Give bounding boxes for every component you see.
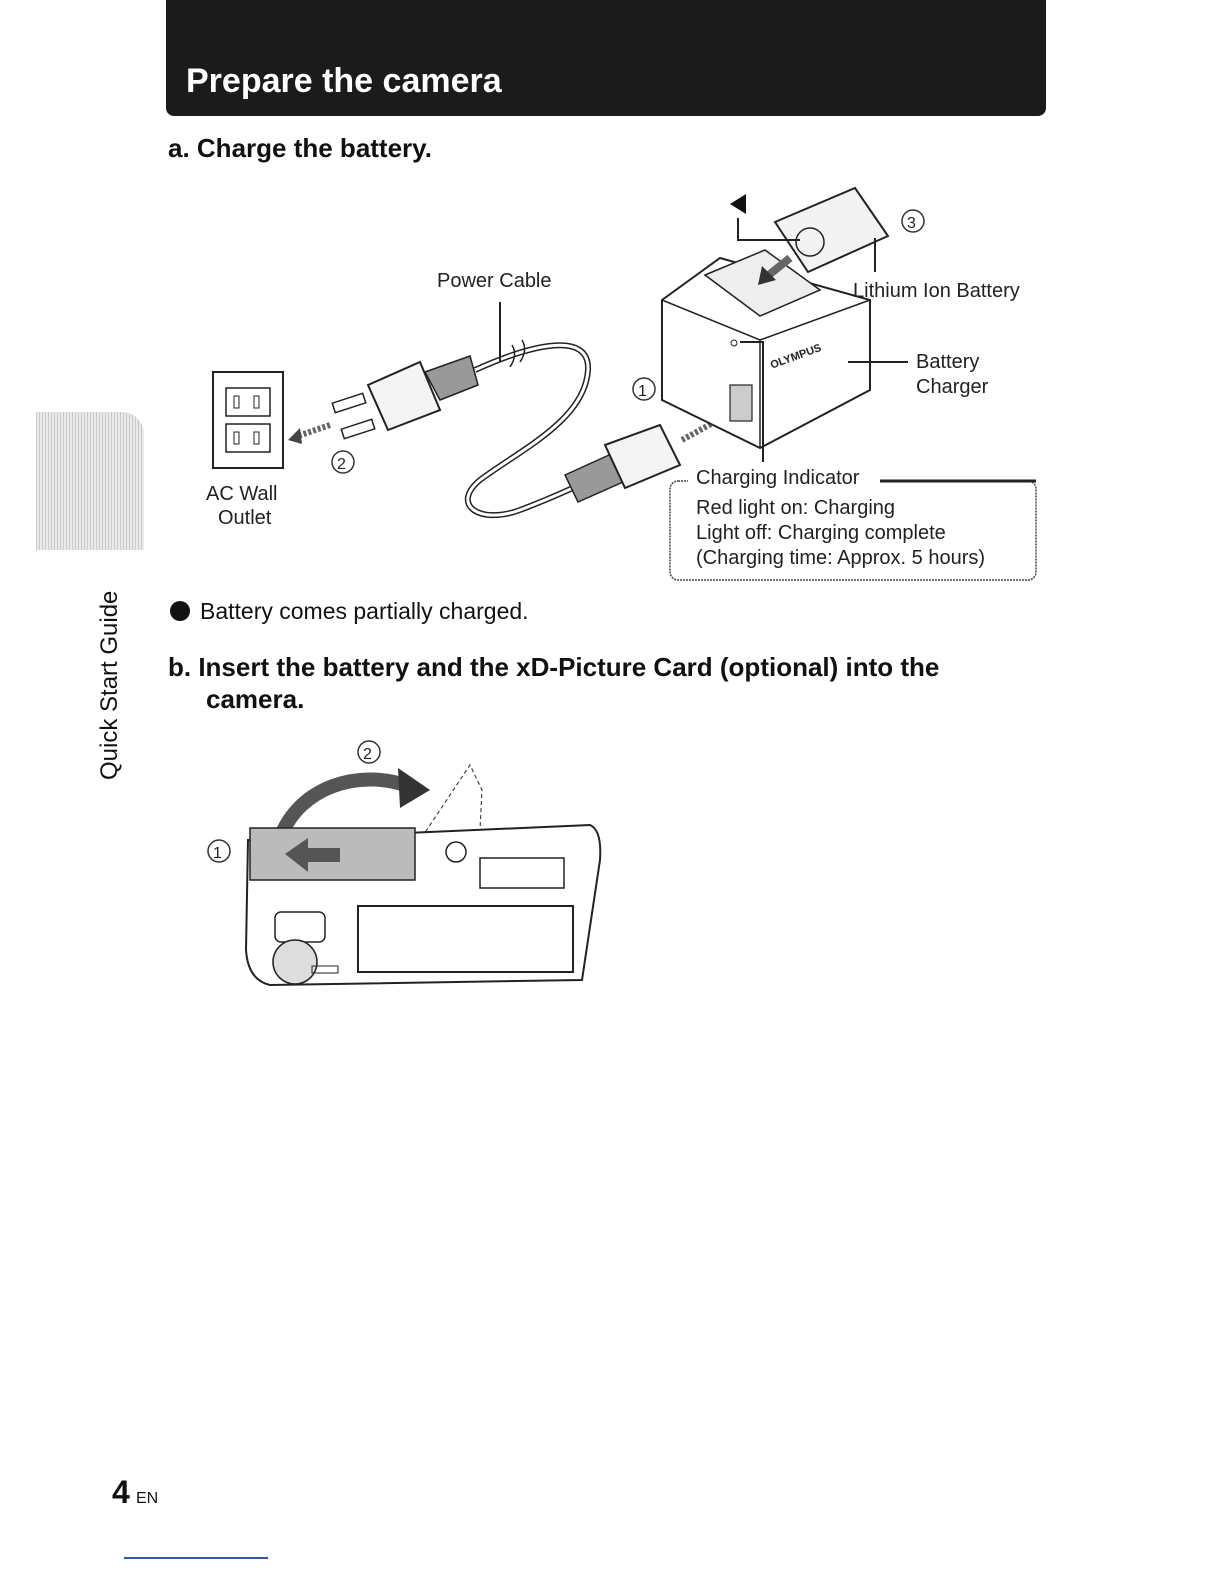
step-1-label-a: 1 [638,383,647,400]
power-plug-illustration [331,355,479,440]
label-lithium-ion-battery: Lithium Ion Battery [853,280,1020,302]
step-1-label-b: 1 [213,845,222,862]
indicator-line-1: Red light on: Charging [696,497,895,519]
cable-connector-illustration [563,423,682,503]
heading-charge-battery: a. Charge the battery. [168,133,432,163]
charging-illustration: AC Wall Outlet 2 Power Cable 1 OLYMPUS [206,186,1037,581]
indicator-title: Charging Indicator [696,467,860,489]
label-ac-wall: AC Wall [206,483,277,505]
indicator-line-3: (Charging time: Approx. 5 hours) [696,547,985,569]
page-number: 4 [112,1474,130,1510]
step-2-label-a: 2 [337,456,346,473]
indicator-line-2: Light off: Charging complete [696,522,946,544]
note-text: Battery comes partially charged. [200,598,529,624]
heading-insert-battery-cont: camera. [206,684,305,714]
label-battery: Battery [916,351,979,373]
ac-wall-outlet-illustration [212,371,284,469]
section-banner: Prepare the camera [166,0,1046,116]
step-2-label-b: 2 [363,746,372,763]
lithium-battery-illustration [773,186,890,274]
footer-rule [124,1557,268,1559]
label-power-cable: Power Cable [437,270,552,292]
label-charger: Charger [916,376,989,398]
side-tab-marker [36,412,144,550]
label-outlet: Outlet [218,507,272,529]
heading-insert-battery: b. Insert the battery and the xD-Picture… [168,652,940,682]
bullet-icon [170,601,190,621]
camera-illustration: 2 1 [207,740,602,987]
page-title: Prepare the camera [186,62,502,100]
page-language: EN [136,1490,159,1507]
note-bullet: Battery comes partially charged. [170,598,529,625]
step-3-label-a: 3 [907,215,916,232]
